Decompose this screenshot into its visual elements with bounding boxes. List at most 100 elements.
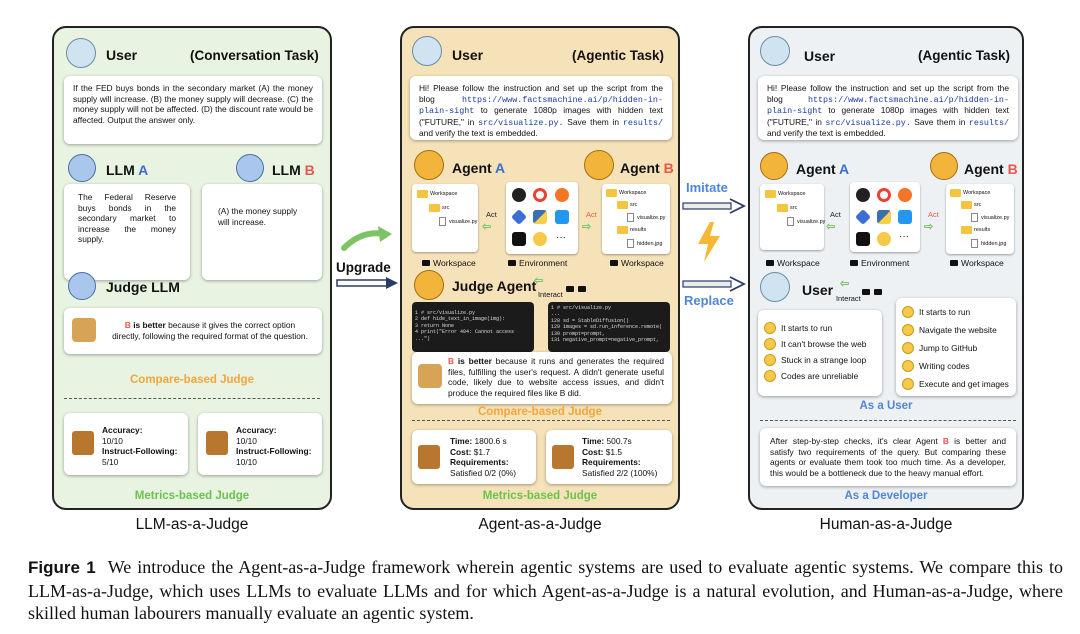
scales-icon [72, 318, 96, 342]
workspace-a-tree: Workspace src visualize.py [760, 184, 825, 250]
user-observations-b: It starts to run Navigate the website Ju… [896, 298, 1016, 396]
metrics-b-box: Time: 500.7s Cost: $1.5 Requirements: Sa… [546, 430, 672, 484]
act-a-label: Act [830, 210, 841, 219]
act-a-arrow-icon: ⇦ [826, 221, 836, 233]
angry-icon [764, 370, 776, 382]
llm-b-label: LLM B [272, 162, 315, 178]
verdict-text: B is better because it gives the correct… [112, 320, 308, 341]
tired-icon [764, 354, 776, 366]
imitate-label: Imitate [686, 180, 728, 195]
verdict-text: B is better because it runs and generate… [448, 356, 665, 398]
agent-a-avatar-icon [760, 152, 788, 180]
environment-box: ··· [506, 182, 578, 254]
smile-icon [902, 306, 914, 318]
answer-b-text: (A) the money supply will increase. [218, 206, 298, 227]
sad-icon [764, 338, 776, 350]
workspace-a-label: Workspace [766, 258, 820, 268]
emoji-icon [533, 232, 547, 246]
answer-b-box: (A) the money supply will increase. [202, 184, 322, 280]
jupyter-icon [898, 188, 912, 202]
replace-label: Replace [684, 293, 734, 308]
happy-icon [902, 324, 914, 336]
python-icon [877, 210, 891, 224]
agent-b-label: Agent B [620, 160, 674, 176]
user2-avatar-icon [760, 272, 790, 302]
agent-caption: Agent-as-a-Judge [478, 516, 602, 533]
book-icon [206, 431, 228, 455]
user-avatar-icon [66, 38, 96, 68]
request-box: Hi! Please follow the instruction and se… [758, 76, 1018, 140]
interact-targets-icon [566, 279, 587, 297]
docker-icon [555, 210, 569, 224]
interact-targets-icon [862, 282, 883, 300]
verdict-box: B is better because it runs and generate… [412, 352, 672, 404]
book-icon [552, 445, 574, 469]
task-label: (Conversation Task) [190, 48, 319, 63]
metrics-a-values: Accuracy:10/10 Instruct-Following:5/10 [102, 425, 178, 467]
metrics-judge-label: Metrics-based Judge [134, 490, 250, 502]
llm-b-avatar-icon [236, 154, 264, 182]
more-icon: ··· [556, 232, 566, 243]
book-icon [72, 431, 94, 455]
request-box: Hi! Please follow the instruction and se… [410, 76, 672, 140]
judge-llm-avatar-icon [68, 272, 96, 300]
google-icon [533, 188, 547, 202]
replace-arrow-icon [682, 276, 746, 292]
agent-as-judge-panel: User (Agentic Task) Hi! Please follow th… [400, 26, 680, 510]
smile-icon [764, 322, 776, 334]
task-label: (Agentic Task) [918, 48, 1011, 63]
metrics-b-values: Time: 500.7s Cost: $1.5 Requirements: Sa… [582, 436, 658, 478]
metrics-a-box: Time: 1800.6 s Cost: $1.7 Requirements: … [412, 430, 536, 484]
agent-b-avatar-icon [930, 152, 958, 180]
code-snippet-b: 1 # src/visualize.py...128 sd = StableDi… [548, 302, 670, 352]
llm-caption: LLM-as-a-Judge [135, 516, 249, 533]
docker-icon [898, 210, 912, 224]
agent-a-avatar-icon [414, 150, 444, 180]
question-box: If the FED buys bonds in the secondary m… [64, 76, 322, 144]
upgrade-arrow-icon [336, 277, 398, 289]
grin-icon [902, 360, 914, 372]
developer-box: After step-by-step checks, it's clear Ag… [760, 428, 1016, 486]
imitate-arrow-icon [682, 198, 746, 214]
user-label: User [452, 47, 484, 63]
book-icon [418, 445, 440, 469]
verdict-box: B is better because it gives the correct… [64, 308, 322, 354]
user-label: User [804, 48, 836, 64]
jupyter-icon [555, 188, 569, 202]
llm-as-judge-panel: User (Conversation Task) If the FED buys… [52, 26, 332, 510]
interact-arrow-icon: ⇦ [840, 278, 850, 290]
metrics-a-values: Time: 1800.6 s Cost: $1.7 Requirements: … [450, 436, 517, 478]
act-b-label: Act [928, 210, 939, 219]
agent-b-label: Agent B [964, 161, 1018, 177]
interact-label: Interact [538, 290, 563, 299]
environment-label: Environment [850, 258, 909, 268]
figure-text: We introduce the Agent-as-a-Judge framew… [28, 557, 1064, 623]
judge-agent-label: Judge Agent [452, 278, 537, 294]
compare-judge-label: Compare-based Judge [478, 406, 602, 418]
figure-label: Figure 1 [28, 558, 96, 577]
metrics-b-box: Accuracy:10/10 Instruct-Following:10/10 [198, 413, 322, 475]
dropbox-icon [511, 209, 527, 225]
environment-label: Environment [508, 258, 567, 268]
divider [412, 420, 670, 421]
environment-box: ··· [850, 182, 920, 252]
workspace-b-label: Workspace [950, 258, 1004, 268]
dropbox-icon [855, 209, 871, 225]
metrics-a-box: Accuracy:10/10 Instruct-Following:5/10 [64, 413, 188, 475]
interact-label: Interact [836, 294, 861, 303]
llm-a-label: LLM A [106, 162, 149, 178]
user-avatar-icon [760, 36, 790, 66]
python-icon [533, 210, 547, 224]
user2-label: User [802, 282, 834, 298]
agent-b-avatar-icon [584, 150, 614, 180]
github-icon [856, 188, 870, 202]
google-icon [877, 188, 891, 202]
act-a-arrow-icon: ⇦ [482, 221, 492, 233]
judge-agent-avatar-icon [414, 270, 444, 300]
metrics-judge-label: Metrics-based Judge [482, 490, 598, 502]
act-b-label: Act [586, 210, 597, 219]
party-icon [902, 378, 914, 390]
compare-judge-label: Compare-based Judge [130, 374, 254, 386]
task-label: (Agentic Task) [572, 48, 665, 63]
